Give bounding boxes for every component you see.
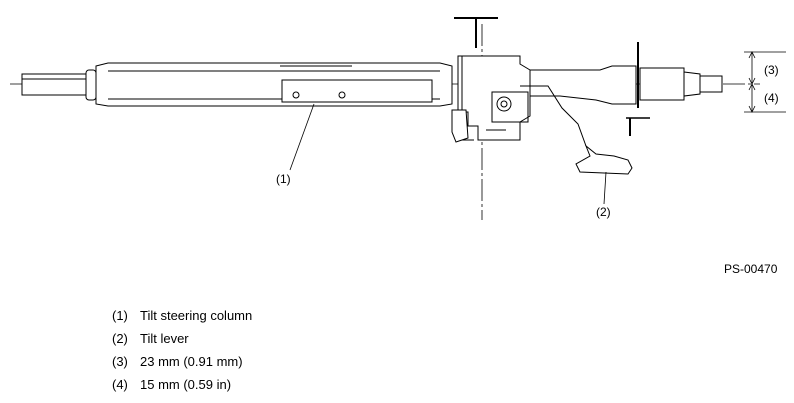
legend-number: (2): [112, 331, 128, 346]
callout-1: (1): [276, 172, 291, 186]
column-upper: [520, 65, 637, 147]
figure-id: PS-00470: [724, 262, 778, 276]
leader-line-2: [603, 171, 607, 205]
callout-3: (3): [764, 63, 779, 77]
mounting-plate: [626, 42, 650, 136]
legend-text: 23 mm (0.91 mm): [140, 354, 243, 369]
shaft-end-right: [639, 67, 723, 101]
legend-text: Tilt steering column: [140, 308, 253, 323]
tilt-lever-shape: [575, 144, 633, 175]
legend-number: (3): [112, 354, 128, 369]
legend-number: (4): [112, 377, 128, 392]
legend-text: Tilt lever: [140, 331, 189, 346]
legend-item: (1) Tilt steering column: [112, 308, 252, 331]
leader-line-1: [289, 103, 315, 171]
column-tube: [95, 62, 453, 107]
legend-item: (4) 15 mm (0.59 in): [112, 377, 252, 400]
t-bar: [454, 17, 498, 48]
legend-number: (1): [112, 308, 128, 323]
callout-2: (2): [596, 205, 611, 219]
legend-item: (2) Tilt lever: [112, 331, 252, 354]
dimension-lines: [744, 51, 786, 113]
tilt-bracket: [451, 55, 531, 143]
shaft-end-left: [21, 69, 97, 101]
callout-4: (4): [764, 91, 779, 105]
legend-text: 15 mm (0.59 in): [140, 377, 232, 392]
legend-list: (1) Tilt steering column (2) Tilt lever (3…: [112, 308, 252, 400]
legend-item: (3) 23 mm (0.91 mm): [112, 354, 252, 377]
